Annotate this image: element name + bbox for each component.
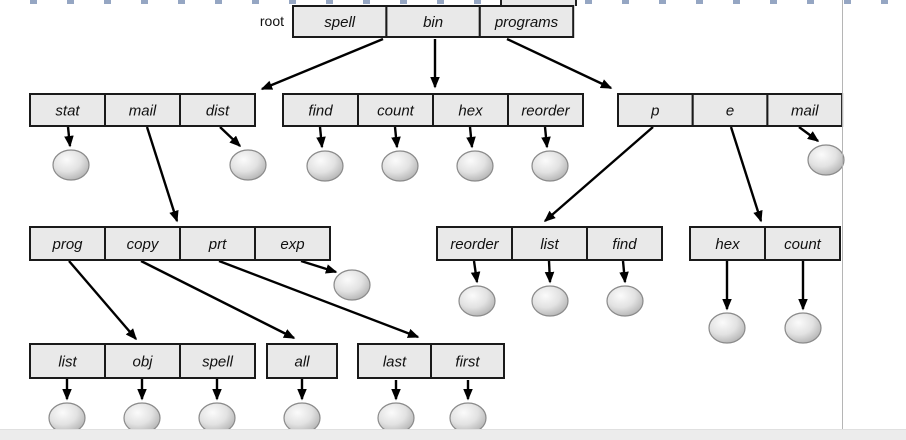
file-oval-stat xyxy=(52,149,90,181)
tree-edge-arrow-mail-left xyxy=(145,126,179,223)
file-oval-count-2 xyxy=(784,312,822,344)
dir-label-find: find xyxy=(308,103,333,120)
dir-box-prog xyxy=(29,226,106,261)
file-oval-count xyxy=(381,150,419,182)
root-label: root xyxy=(259,13,284,29)
dir-box-dist xyxy=(179,93,256,127)
dir-label-count: count xyxy=(784,236,822,253)
dir-label-copy: copy xyxy=(127,236,160,253)
tree-edge-arrow-reorder-2 xyxy=(470,260,481,284)
file-oval-hex-2 xyxy=(708,312,746,344)
dir-box-exp xyxy=(254,226,331,261)
dir-label-count: count xyxy=(377,103,415,120)
file-oval-mail-right xyxy=(807,144,845,176)
tree-edge-arrow-copy xyxy=(140,259,296,340)
tree-edge-arrow-mail-right xyxy=(798,126,820,142)
dir-box-count xyxy=(764,226,841,261)
dir-label-p: p xyxy=(650,103,659,120)
tree-edge-arrow-count xyxy=(391,126,401,149)
file-oval-dist xyxy=(229,149,267,181)
tree-edge-arrow-find-2 xyxy=(619,260,629,284)
tree-edge-arrow-list-2 xyxy=(544,260,555,284)
tree-edge-arrow-hex xyxy=(466,126,476,149)
file-oval-reorder xyxy=(531,150,569,182)
bottom-gray-bar xyxy=(0,429,906,440)
dir-box-all xyxy=(266,343,338,379)
dir-label-find: find xyxy=(612,236,637,253)
dir-box-spell xyxy=(179,343,256,379)
dir-label-e: e xyxy=(726,103,734,120)
tree-edge-arrow-p xyxy=(543,126,654,222)
dir-box-bin xyxy=(385,5,481,38)
file-oval-hex xyxy=(456,150,494,182)
dir-box-list xyxy=(511,226,588,261)
dir-box-reorder xyxy=(507,93,584,127)
dir-box-obj xyxy=(104,343,181,379)
tree-edge-arrow-reorder xyxy=(541,126,551,149)
tree-edge-arrow-stat xyxy=(64,126,74,148)
dir-box-stat xyxy=(29,93,106,127)
tree-edge-arrow-e xyxy=(729,126,763,223)
dir-box-reorder xyxy=(436,226,513,261)
dir-box-first xyxy=(430,343,505,379)
dir-label-mail: mail xyxy=(791,103,819,120)
dir-box-prt xyxy=(179,226,256,261)
dir-box-programs xyxy=(478,5,575,38)
dir-label-prog: prog xyxy=(51,236,83,253)
dir-label-spell: spell xyxy=(324,14,356,31)
dir-label-bin: bin xyxy=(423,14,443,31)
dir-label-hex: hex xyxy=(458,103,483,120)
page-edge-line xyxy=(842,0,843,429)
dir-label-list: list xyxy=(58,354,77,371)
dir-label-spell: spell xyxy=(202,354,234,371)
tree-edge-arrow-programs xyxy=(506,37,613,90)
dir-label-obj: obj xyxy=(132,354,153,371)
dir-box-hex xyxy=(432,93,509,127)
dir-label-dist: dist xyxy=(206,103,230,120)
dir-box-find xyxy=(282,93,359,127)
tree-edge-arrow-find xyxy=(316,126,326,149)
file-oval-reorder-2 xyxy=(458,285,496,317)
cropped-text-artifacts xyxy=(0,0,906,4)
file-oval-find-2 xyxy=(606,285,644,317)
dir-label-programs: programs xyxy=(494,14,559,31)
cropped-box-fragment xyxy=(500,0,577,6)
dir-label-mail: mail xyxy=(129,103,157,120)
file-oval-list-2 xyxy=(531,285,569,317)
dir-box-mail xyxy=(766,93,844,127)
dir-label-hex: hex xyxy=(715,236,740,253)
tree-edge-arrow-dist xyxy=(219,126,242,147)
dir-box-p xyxy=(617,93,694,127)
dir-label-list: list xyxy=(540,236,559,253)
dir-label-prt: prt xyxy=(208,236,227,253)
dir-label-exp: exp xyxy=(280,236,304,253)
dir-label-first: first xyxy=(455,354,480,371)
dir-label-reorder: reorder xyxy=(521,103,570,120)
dir-box-mail xyxy=(104,93,181,127)
dir-label-stat: stat xyxy=(55,103,80,120)
dir-label-reorder: reorder xyxy=(450,236,499,253)
tree-edge-arrow-prt xyxy=(218,259,420,339)
dir-label-all: all xyxy=(294,354,310,371)
file-oval-exp xyxy=(333,269,371,301)
tree-edge-arrow-prog xyxy=(68,260,137,341)
dir-box-find xyxy=(586,226,663,261)
tree-edge-arrow-exp xyxy=(300,259,338,274)
tree-edge-arrow-spell xyxy=(260,37,384,91)
dir-label-last: last xyxy=(383,354,407,371)
file-oval-find xyxy=(306,150,344,182)
